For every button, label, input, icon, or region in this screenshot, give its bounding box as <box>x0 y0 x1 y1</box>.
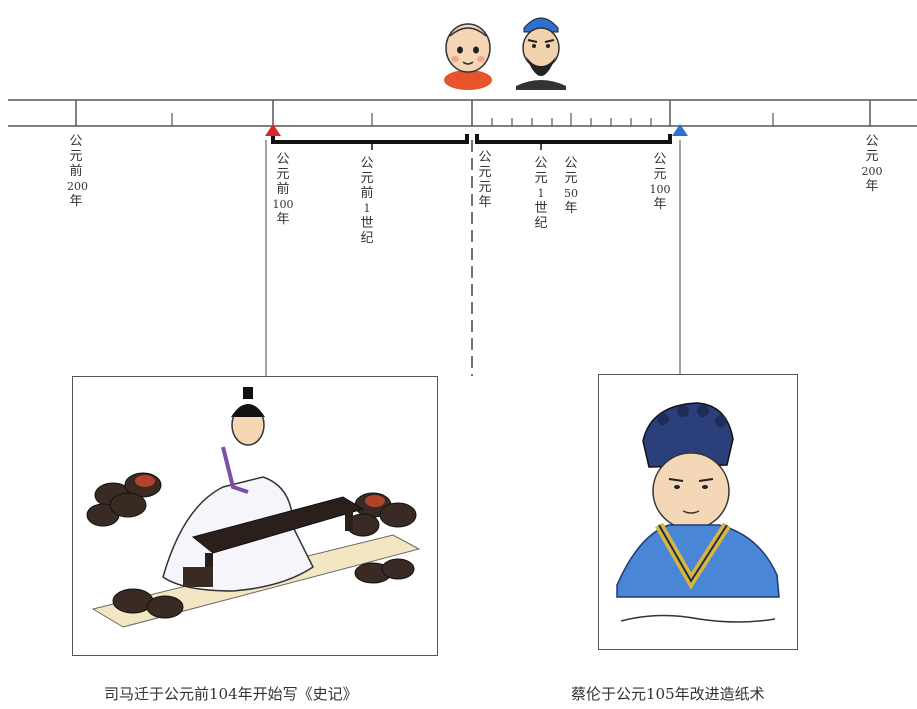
caption-sima-qian: 司马迁于公元前104年开始写《史记》 <box>104 685 358 703</box>
cai-lun-portrait <box>616 402 780 623</box>
bracket-ad-century <box>475 134 672 144</box>
elder-face-icon <box>516 17 566 90</box>
label-year0: 公元元年 <box>478 150 492 210</box>
caption-cai-lun: 蔡伦于公元105年改进造纸术 <box>571 685 765 703</box>
sima-qian-illustration <box>72 376 438 656</box>
cai-lun-illustration <box>598 374 798 650</box>
marker-bc104 <box>265 124 281 136</box>
marker-ad105 <box>672 124 688 136</box>
bracket-bc-century <box>271 134 469 144</box>
baby-face-icon <box>444 23 492 90</box>
sima-qian-writing-picture <box>86 387 421 628</box>
timeline <box>8 99 917 378</box>
